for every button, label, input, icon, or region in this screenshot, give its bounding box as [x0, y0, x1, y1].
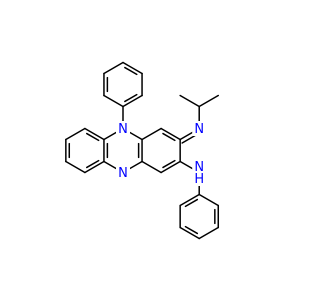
- bond-layer: [65, 61, 220, 240]
- bond: [160, 127, 181, 141]
- bond: [198, 193, 220, 207]
- bond: [141, 127, 162, 141]
- bond: [103, 61, 124, 75]
- bond: [179, 193, 200, 207]
- atom-symbol: N: [118, 122, 128, 137]
- bond-double-inner: [184, 225, 199, 235]
- bond-double-inner: [184, 198, 199, 208]
- bond-double-inner: [124, 66, 138, 76]
- bond: [122, 61, 143, 75]
- bond: [65, 127, 86, 141]
- atom-symbol: N: [194, 122, 204, 137]
- atom-hydrogen: H: [194, 172, 204, 187]
- bond-double-inner: [162, 132, 176, 142]
- bond: [160, 160, 181, 174]
- atom-label-n-imine: N: [192, 121, 207, 137]
- bond: [65, 160, 86, 174]
- bond: [198, 94, 220, 108]
- bond: [179, 226, 200, 240]
- atom-symbol: N: [118, 166, 128, 181]
- bond: [122, 94, 143, 108]
- bond: [179, 94, 200, 108]
- atom-label-n-ring-top: N: [116, 121, 130, 137]
- atom-label-nh-amine: N H: [192, 159, 207, 187]
- bond: [103, 94, 124, 108]
- bond-double-inner: [124, 93, 138, 103]
- bond-double-inner: [86, 132, 100, 142]
- bond: [141, 160, 162, 174]
- bond: [84, 160, 105, 174]
- bond: [84, 127, 105, 141]
- atom-label-n-ring-bottom: N: [116, 165, 130, 181]
- bond: [198, 226, 220, 240]
- chemical-structure-diagram: N N N N H: [65, 61, 220, 240]
- bond-double-inner: [86, 159, 100, 169]
- bond-double-inner: [162, 159, 176, 169]
- atom-symbol: N: [194, 160, 204, 175]
